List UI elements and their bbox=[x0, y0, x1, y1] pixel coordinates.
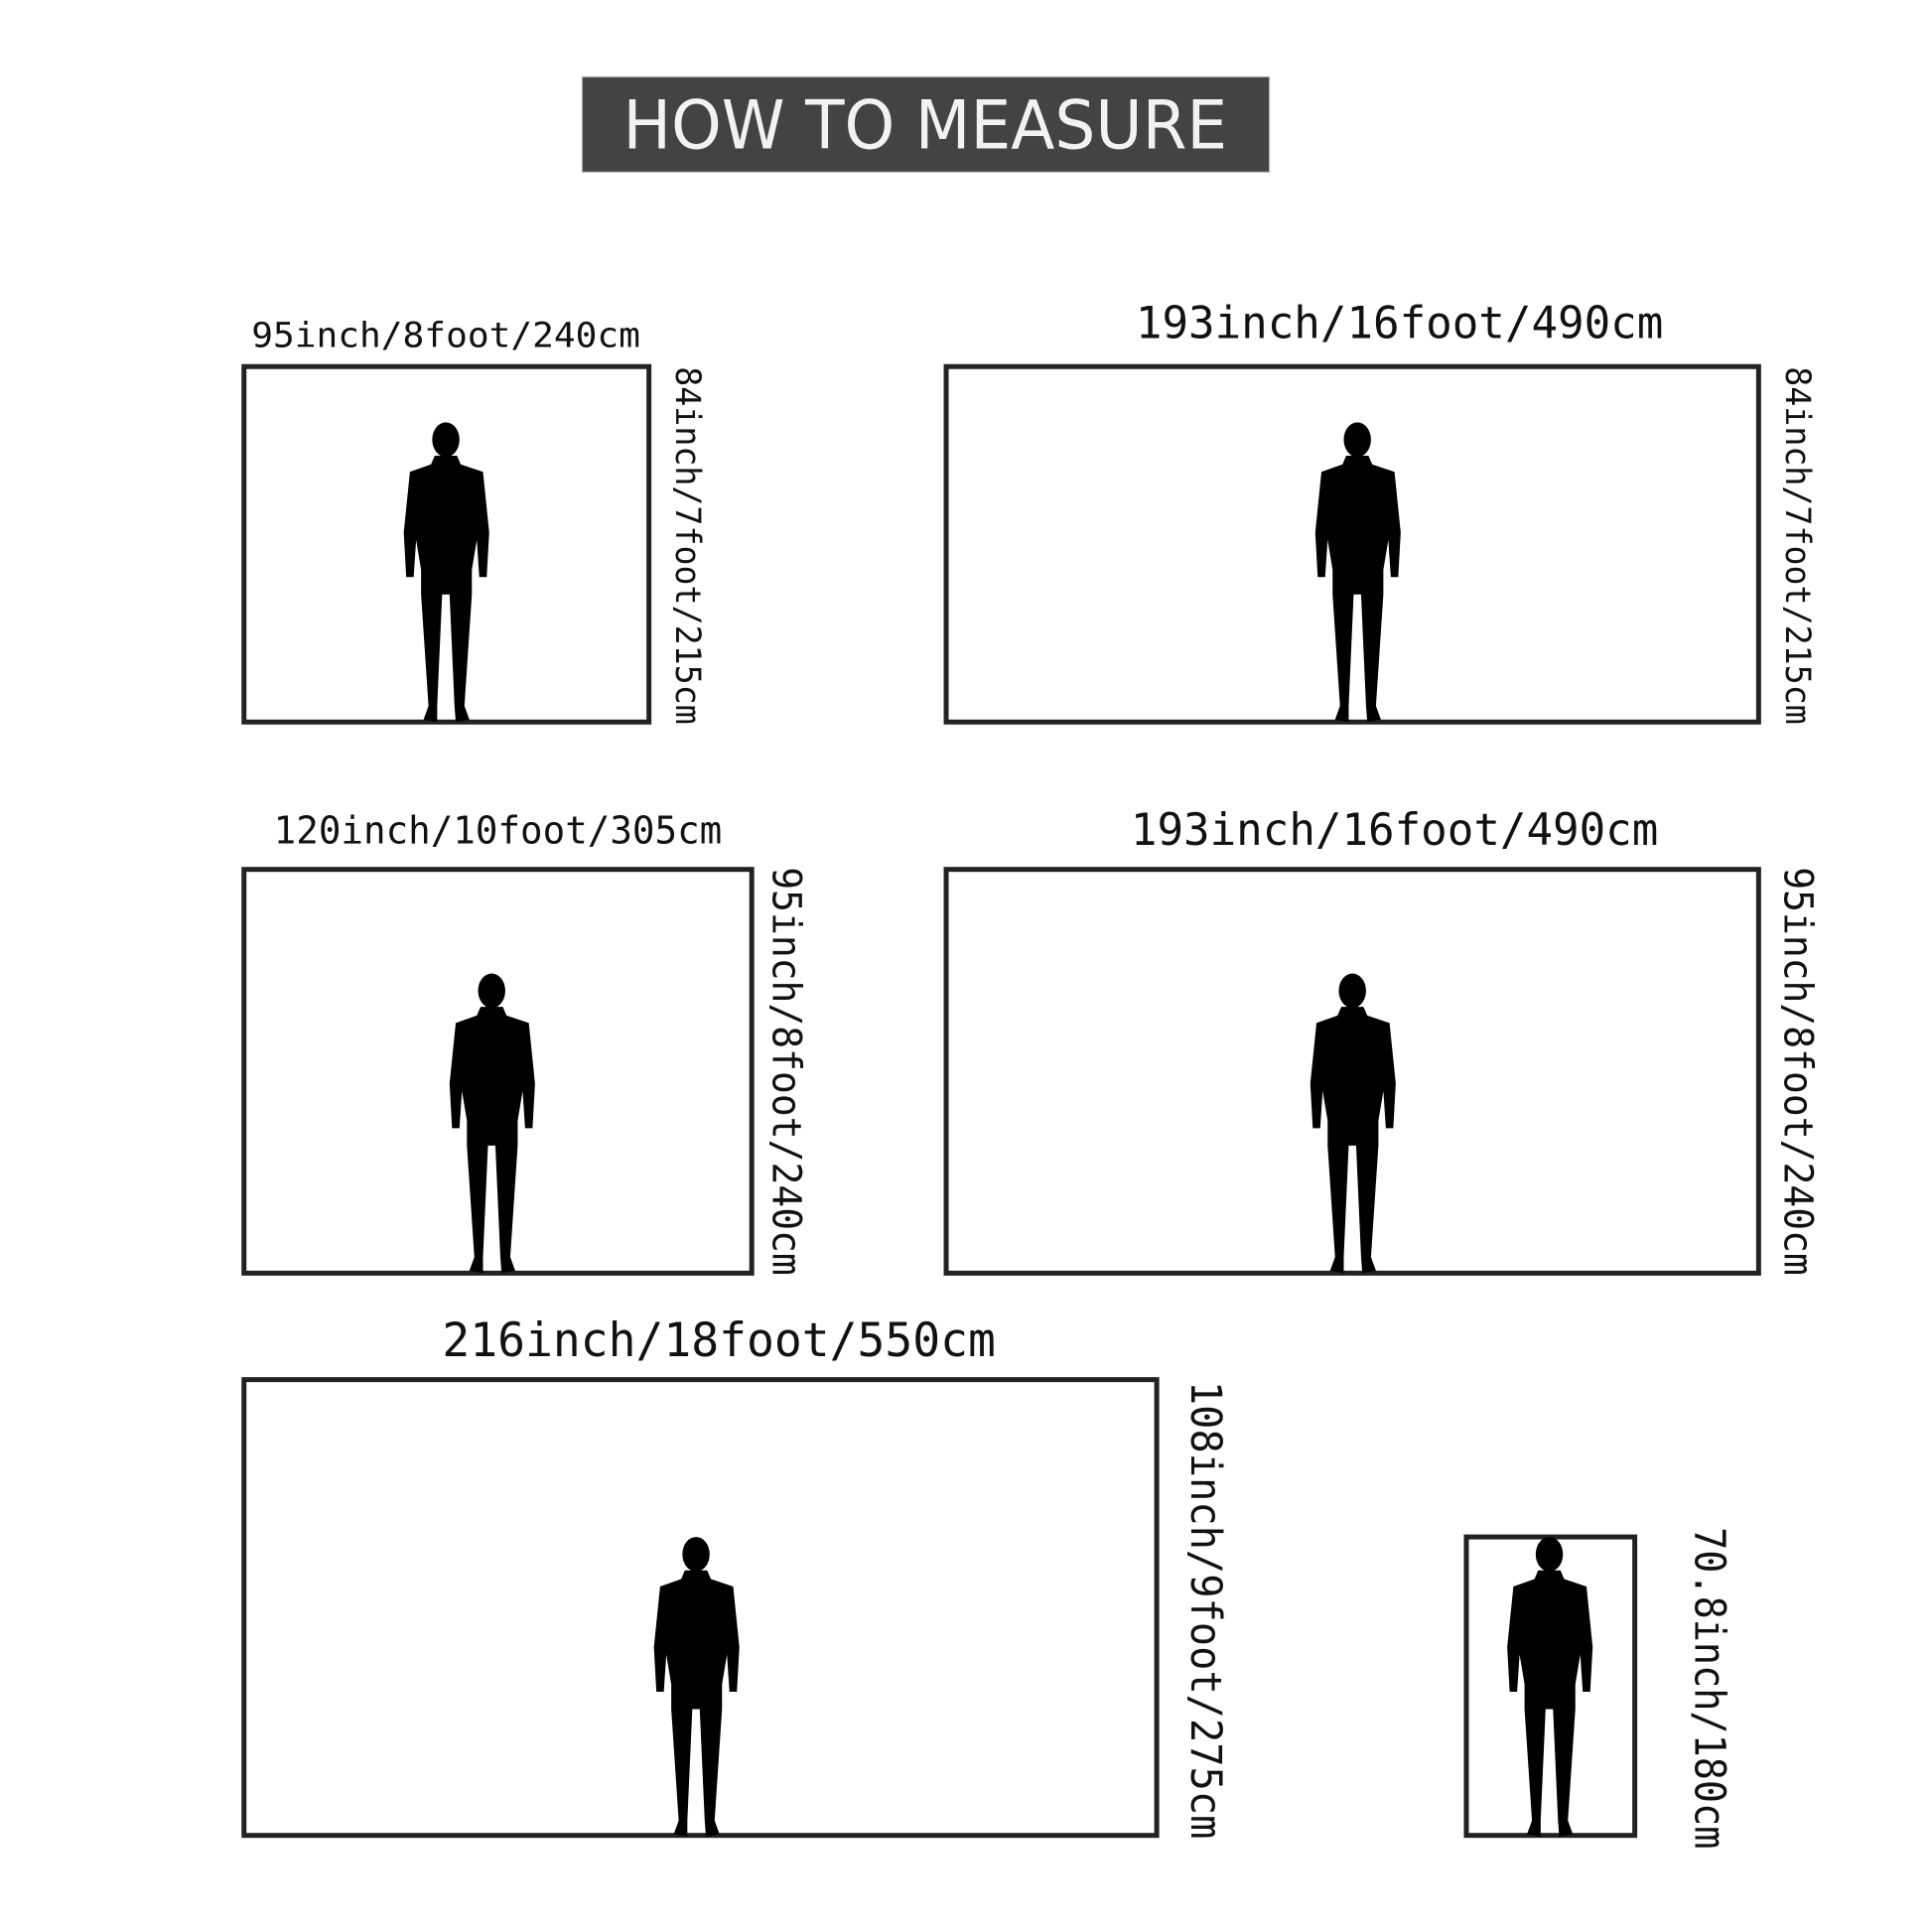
backdrop-frame bbox=[943, 867, 1761, 1276]
backdrop-frame bbox=[1463, 1534, 1638, 1839]
size-option-4: 193inch/16foot/490cm 95inch/8foot/240cm bbox=[943, 803, 1821, 1276]
width-label: 216inch/18foot/550cm bbox=[442, 1313, 996, 1368]
height-label: 70.8inch/180cm bbox=[1685, 1527, 1733, 1849]
height-label: 84inch/7foot/215cm bbox=[1777, 366, 1817, 725]
backdrop-frame bbox=[943, 363, 1761, 725]
size-option-6: 70.8inch/180cm bbox=[1463, 1527, 1733, 1849]
width-label: 95inch/8foot/240cm bbox=[251, 316, 640, 355]
height-label: 84inch/7foot/215cm bbox=[667, 366, 707, 725]
height-label: 95inch/8foot/240cm bbox=[1775, 867, 1821, 1276]
height-label: 108inch/9foot/275cm bbox=[1180, 1381, 1229, 1840]
person-silhouette-icon bbox=[653, 1537, 740, 1837]
person-silhouette-icon bbox=[1314, 422, 1401, 723]
height-label: 95inch/8foot/240cm bbox=[762, 867, 808, 1276]
backdrop-frame bbox=[241, 867, 755, 1276]
width-label: 193inch/16foot/490cm bbox=[1131, 803, 1658, 856]
person-silhouette-icon bbox=[1310, 973, 1396, 1274]
width-label: 193inch/16foot/490cm bbox=[1136, 297, 1663, 349]
page-title: HOW TO MEASURE bbox=[622, 86, 1227, 165]
person-silhouette-icon bbox=[1507, 1537, 1593, 1837]
size-option-3: 120inch/10foot/305cm 95inch/8foot/240cm bbox=[241, 809, 808, 1276]
person-silhouette-icon bbox=[449, 973, 535, 1274]
size-option-1: 95inch/8foot/240cm 84inch/7foot/215cm bbox=[241, 316, 707, 725]
title-banner: HOW TO MEASURE bbox=[581, 75, 1271, 174]
size-option-2: 193inch/16foot/490cm 84inch/7foot/215cm bbox=[943, 297, 1817, 725]
width-label: 120inch/10foot/305cm bbox=[274, 809, 723, 854]
backdrop-frame bbox=[241, 363, 652, 725]
person-silhouette-icon bbox=[403, 422, 489, 723]
backdrop-frame bbox=[241, 1377, 1160, 1839]
size-option-5: 216inch/18foot/550cm 108inch/9foot/275cm bbox=[241, 1313, 1229, 1840]
